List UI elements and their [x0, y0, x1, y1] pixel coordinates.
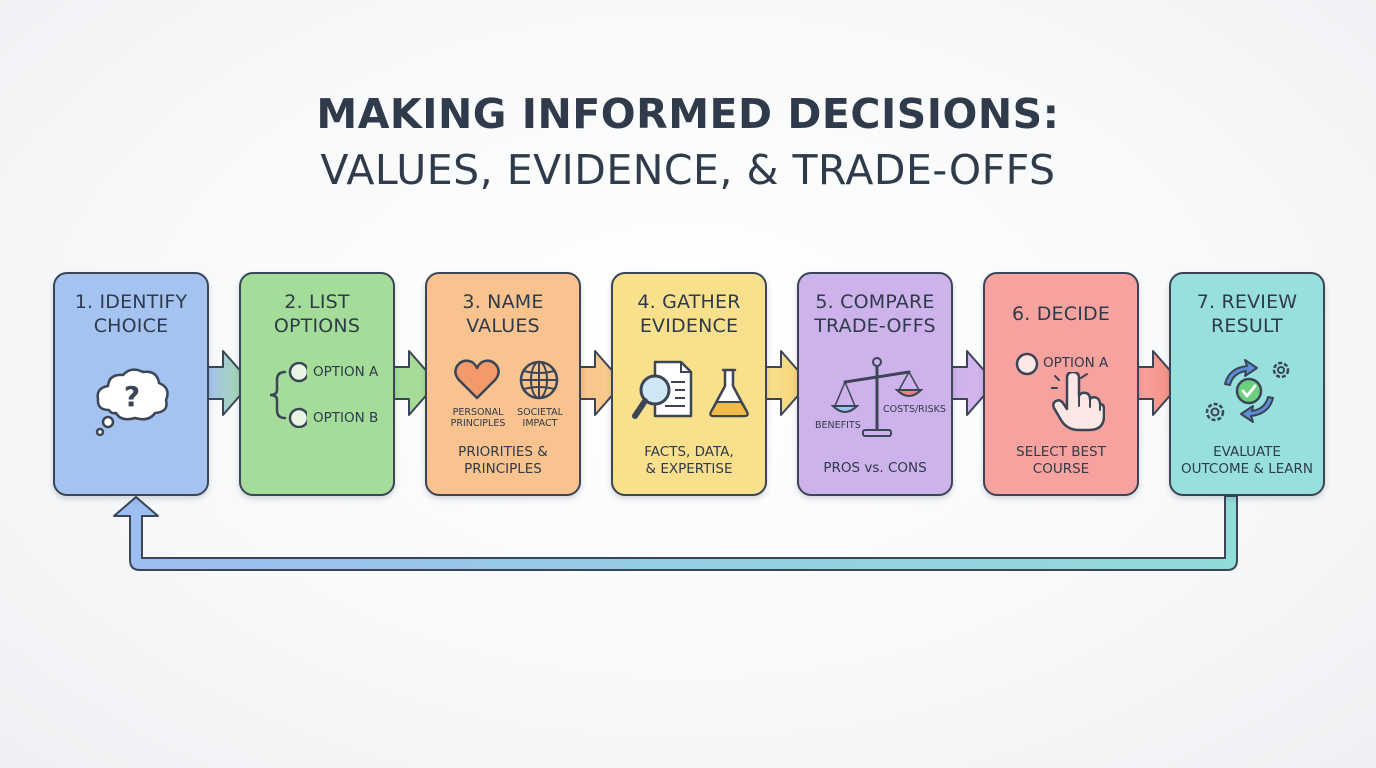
costs-risks-label: COSTS/RISKS [883, 404, 946, 415]
svg-text:?: ? [124, 380, 140, 413]
step-5-title-line-1: 5. COMPARE [815, 291, 935, 313]
personal-principles-line-1: PERSONAL [452, 407, 504, 418]
step-3-name-values: 3. NAME VALUES PERSONAL PRINCIPLES SOCIE… [425, 272, 581, 496]
personal-principles-line-2: PRINCIPLES [450, 418, 506, 429]
pointing-hand-icon [1051, 372, 1105, 432]
step-5-title-line-2: TRADE-OFFS [814, 315, 936, 337]
connector-arrow-6-7 [1136, 350, 1182, 416]
step-4-gather-evidence: 4. GATHER EVIDENCE FACTS, DATA, & EXPERT… [611, 272, 767, 496]
magnifier-document-icon [632, 360, 693, 419]
step-7-footer-line-2: OUTCOME & LEARN [1180, 461, 1314, 477]
step-7-title: 7. REVIEW RESULT [1175, 290, 1319, 338]
connector-arrow-2-3 [392, 350, 438, 416]
step-1-title-line-1: 1. IDENTIFY [74, 291, 188, 313]
globe-icon [519, 360, 559, 400]
heart-icon [454, 359, 500, 400]
review-cycle-gears-icon [1205, 359, 1290, 423]
step-5-title: 5. COMPARE TRADE-OFFS [803, 290, 947, 338]
balance-scale-icon [830, 357, 924, 437]
step-7-title-line-1: 7. REVIEW [1196, 291, 1298, 313]
step-5-footer: PROS vs. CONS [803, 460, 947, 477]
diagram-title-line-2: VALUES, EVIDENCE, & TRADE-OFFS [320, 146, 1056, 194]
step-1-title-line-2: CHOICE [93, 315, 169, 337]
step-4-title-line-1: 4. GATHER [637, 291, 741, 313]
connector-arrow-4-5 [764, 350, 810, 416]
step-2-title-line-2: OPTIONS [273, 315, 361, 337]
step-6-decide: 6. DECIDE OPTION A SELECT BEST COURSE [983, 272, 1139, 496]
step-5-footer-line-1: PROS vs. CONS [823, 460, 927, 476]
step-4-footer-line-1: FACTS, DATA, [644, 444, 734, 460]
step-1-title: 1. IDENTIFY CHOICE [59, 290, 203, 338]
step-6-footer-line-1: SELECT BEST [1016, 444, 1106, 460]
step-3-title-line-1: 3. NAME [462, 291, 544, 313]
personal-principles-label: PERSONAL PRINCIPLES [445, 407, 511, 429]
diagram-title-line-1: MAKING INFORMED DECISIONS: [316, 90, 1060, 138]
benefits-label: BENEFITS [815, 420, 861, 431]
step-1-identify-choice: 1. IDENTIFY CHOICE ? [53, 272, 209, 496]
step-3-footer-line-2: PRINCIPLES [464, 461, 542, 477]
connector-arrow-1-2 [207, 350, 252, 416]
decide-option-a-label: OPTION A [1043, 355, 1109, 371]
question-thought-bubble-icon: ? [95, 368, 169, 437]
selected-option-radio-icon [1015, 352, 1039, 376]
societal-impact-label: SOCIETAL IMPACT [509, 407, 571, 429]
step-6-footer-line-2: COURSE [1032, 461, 1090, 477]
branch-options-icon [269, 362, 307, 428]
step-4-footer: FACTS, DATA, & EXPERTISE [617, 444, 761, 478]
societal-impact-line-2: IMPACT [522, 418, 558, 429]
step-3-footer: PRIORITIES & PRINCIPLES [431, 444, 575, 478]
feedback-loop-arrow [113, 495, 1238, 571]
step-6-footer: SELECT BEST COURSE [989, 444, 1133, 478]
connector-arrow-3-4 [578, 350, 624, 416]
step-4-title-line-2: EVIDENCE [639, 315, 739, 337]
step-5-compare-trade-offs: 5. COMPARE TRADE-OFFS BENEFITS COSTS/RIS… [797, 272, 953, 496]
step-2-list-options: 2. LIST OPTIONS OPTION A OPTION B [239, 272, 395, 496]
step-6-title-line-1: 6. DECIDE [1011, 303, 1111, 325]
societal-impact-line-1: SOCIETAL [517, 407, 563, 418]
option-b-label: OPTION B [313, 410, 379, 426]
step-4-title: 4. GATHER EVIDENCE [617, 290, 761, 338]
step-3-footer-line-1: PRIORITIES & [458, 444, 548, 460]
step-2-title-line-1: 2. LIST [284, 291, 350, 313]
step-7-title-line-2: RESULT [1211, 315, 1283, 337]
step-3-title-line-2: VALUES [466, 315, 540, 337]
step-6-title: 6. DECIDE [989, 302, 1133, 326]
connector-arrow-5-6 [950, 350, 996, 416]
step-7-footer-line-1: EVALUATE [1213, 444, 1281, 460]
step-7-footer: EVALUATE OUTCOME & LEARN [1175, 444, 1319, 478]
flask-icon [709, 368, 749, 418]
step-4-footer-line-2: & EXPERTISE [645, 461, 733, 477]
step-3-title: 3. NAME VALUES [431, 290, 575, 338]
step-2-title: 2. LIST OPTIONS [245, 290, 389, 338]
option-a-label: OPTION A [313, 364, 379, 380]
step-7-review-result: 7. REVIEW RESULT EVALUATE OUTCOME & LEAR… [1169, 272, 1325, 496]
